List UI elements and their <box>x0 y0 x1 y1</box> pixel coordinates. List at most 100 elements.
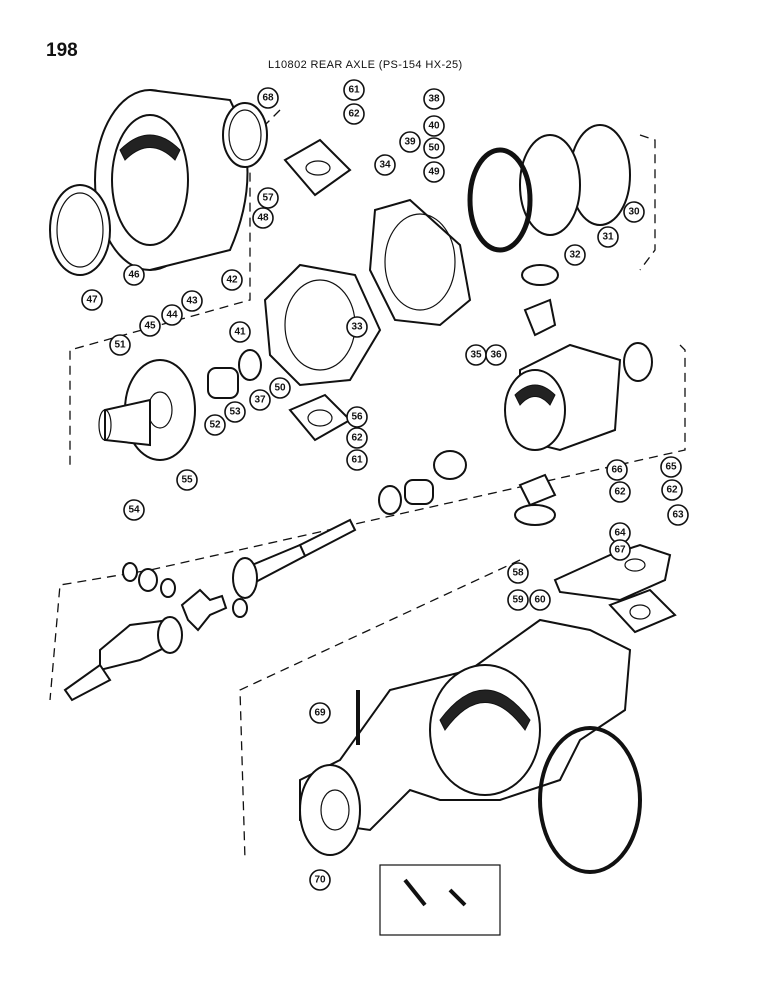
callout-number: 37 <box>254 395 266 406</box>
seal-53-part <box>238 349 262 381</box>
callout-circle <box>485 344 507 366</box>
callout-circle <box>423 88 445 110</box>
callout-30: 30 <box>623 201 645 223</box>
callout-number: 51 <box>114 340 126 351</box>
callout-circle <box>374 154 396 176</box>
bearing-cup-lower-part <box>514 504 556 526</box>
callout-number: 56 <box>351 412 363 423</box>
callout-51: 51 <box>109 334 131 356</box>
yoke-part <box>63 616 183 702</box>
callout-circle <box>597 226 619 248</box>
callout-circle <box>423 161 445 183</box>
callout-circle <box>507 562 529 584</box>
callout-number: 30 <box>628 207 640 218</box>
callout-circle <box>343 103 365 125</box>
callout-61: 61 <box>343 79 365 101</box>
callout-36: 36 <box>485 344 507 366</box>
callout-38: 38 <box>423 88 445 110</box>
callout-number: 36 <box>490 350 502 361</box>
callout-62: 62 <box>661 479 683 501</box>
callout-61: 61 <box>346 449 368 471</box>
callout-circle <box>423 115 445 137</box>
callout-37: 37 <box>249 389 271 411</box>
callout-circle <box>109 334 131 356</box>
callout-69: 69 <box>309 702 331 724</box>
callout-circle <box>249 389 271 411</box>
callout-number: 43 <box>186 296 198 307</box>
callout-circle <box>564 244 586 266</box>
callout-layer: 6861625738394050344932313047464842434445… <box>81 79 689 891</box>
callout-number: 50 <box>428 143 440 154</box>
callout-number: 35 <box>470 350 482 361</box>
callout-circle <box>507 589 529 611</box>
callout-number: 45 <box>144 321 156 332</box>
callout-circle <box>343 79 365 101</box>
callout-circle <box>346 449 368 471</box>
callout-circle <box>81 289 103 311</box>
drive-shaft-part <box>232 518 357 599</box>
middle-group-boundary <box>49 344 686 701</box>
callout-33: 33 <box>346 316 368 338</box>
callout-67: 67 <box>609 539 631 561</box>
cover-plate-57-part <box>283 138 352 197</box>
callout-circle <box>623 201 645 223</box>
callout-50: 50 <box>423 137 445 159</box>
callout-60: 60 <box>529 589 551 611</box>
callout-number: 69 <box>314 708 326 719</box>
callout-number: 32 <box>569 250 581 261</box>
callout-circle <box>229 321 251 343</box>
callout-circle <box>221 269 243 291</box>
callout-circle <box>309 869 331 891</box>
callout-number: 53 <box>229 407 241 418</box>
callout-62: 62 <box>346 427 368 449</box>
callout-34: 34 <box>374 154 396 176</box>
axle-flange-shaft-part <box>98 359 196 461</box>
callout-number: 62 <box>351 433 363 444</box>
callout-number: 55 <box>181 475 193 486</box>
callout-circle <box>123 264 145 286</box>
callout-number: 70 <box>314 875 326 886</box>
callout-number: 44 <box>166 310 178 321</box>
shaft-bushing-a-part <box>378 485 402 515</box>
seal-ring-48-part <box>222 102 268 168</box>
callout-64: 64 <box>609 522 631 544</box>
callout-55: 55 <box>176 469 198 491</box>
callout-66: 66 <box>606 459 628 481</box>
inset-stud-box-part <box>379 864 501 936</box>
callout-circle <box>609 481 631 503</box>
callout-circle <box>161 304 183 326</box>
axle-housing-part <box>299 618 632 856</box>
callout-48: 48 <box>252 207 274 229</box>
page-title: L10802 REAR AXLE (PS-154 HX-25) <box>268 59 463 71</box>
callout-circle <box>224 401 246 423</box>
callout-47: 47 <box>81 289 103 311</box>
callout-number: 31 <box>602 232 614 243</box>
callout-number: 61 <box>348 85 360 96</box>
callout-number: 39 <box>404 137 416 148</box>
callout-39: 39 <box>399 131 421 153</box>
o-ring-32-part <box>467 147 533 253</box>
callout-number: 48 <box>257 213 269 224</box>
callout-number: 63 <box>672 510 684 521</box>
bearing-caps-part <box>122 562 248 618</box>
upper-left-group-boundary <box>69 109 281 470</box>
bushing-52-part <box>207 367 239 399</box>
callout-number: 59 <box>512 595 524 606</box>
callout-45: 45 <box>139 315 161 337</box>
callout-circle <box>609 539 631 561</box>
callout-number: 46 <box>128 270 140 281</box>
callout-circle <box>423 137 445 159</box>
callout-circle <box>346 316 368 338</box>
callout-circle <box>346 427 368 449</box>
callout-56: 56 <box>346 406 368 428</box>
callout-number: 38 <box>428 94 440 105</box>
callout-circle <box>181 290 203 312</box>
callout-number: 54 <box>128 505 140 516</box>
callout-number: 58 <box>512 568 524 579</box>
callout-circle <box>399 131 421 153</box>
callout-58: 58 <box>507 562 529 584</box>
shaft-bushing-c-part <box>433 450 467 480</box>
callout-46: 46 <box>123 264 145 286</box>
callout-57: 57 <box>257 187 279 209</box>
callout-49: 49 <box>423 161 445 183</box>
